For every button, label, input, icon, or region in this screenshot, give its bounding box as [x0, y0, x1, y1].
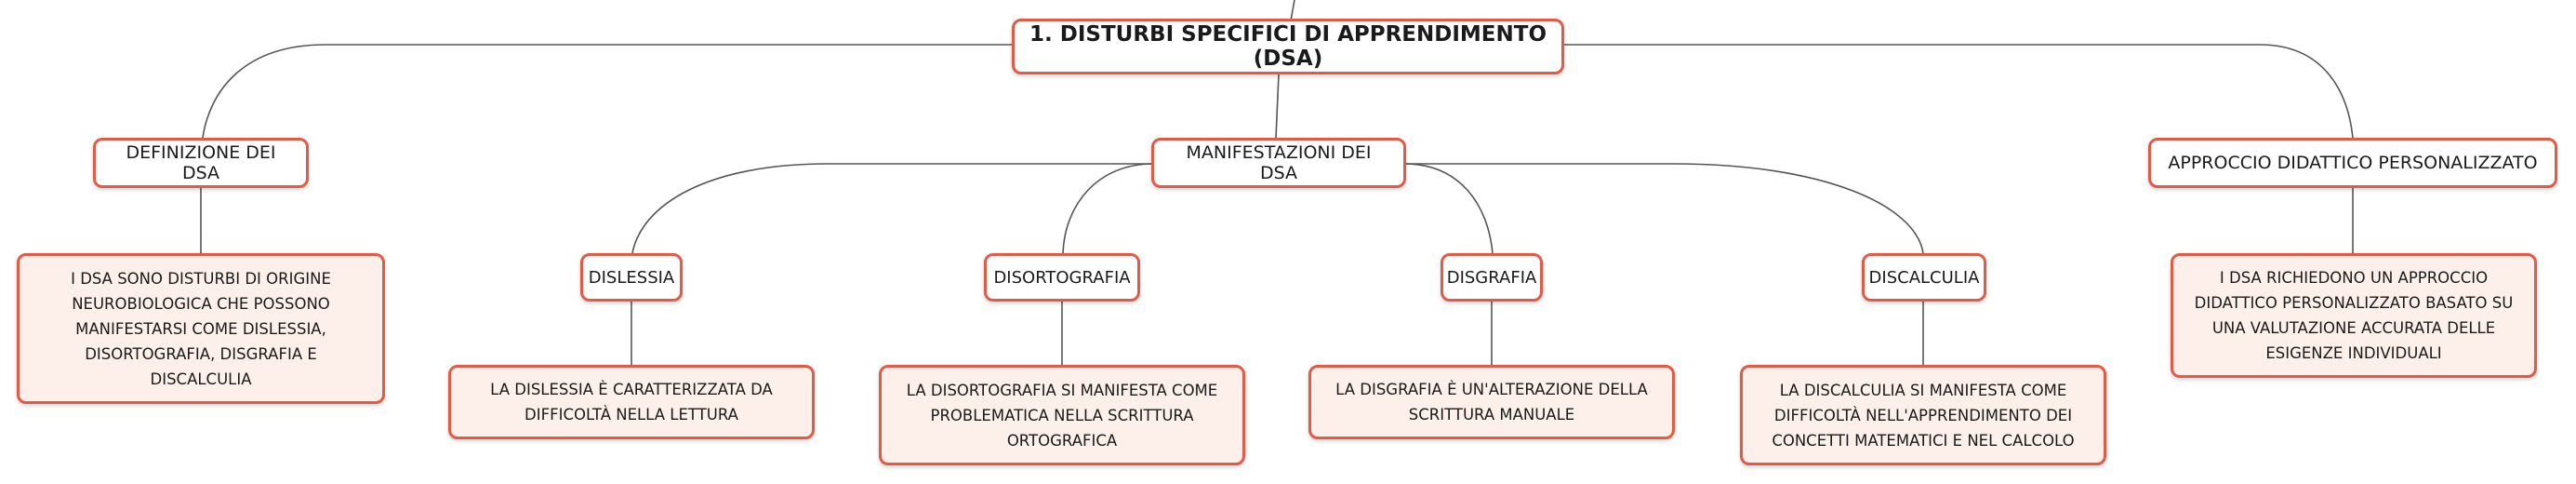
topic-manifestazioni-dei-dsa[interactable]: MANIFESTAZIONI DEI DSA — [1151, 138, 1406, 188]
topic-discalculia[interactable]: DISCALCULIA — [1862, 253, 1986, 302]
connector-root-approccio — [1562, 44, 2354, 139]
leaf-disortografia[interactable]: LA DISORTOGRAFIA SI MANIFESTA COME PROBL… — [879, 365, 1245, 465]
topic-approccio-didattico-personalizzato[interactable]: APPROCCIO DIDATTICO PERSONALIZZATO — [2148, 138, 2557, 188]
leaf-approccio[interactable]: I DSA RICHIEDONO UN APPROCCIO DIDATTICO … — [2171, 253, 2537, 378]
topic-definizione-dei-dsa[interactable]: DEFINIZIONE DEI DSA — [93, 138, 309, 188]
leaf-dislessia[interactable]: LA DISLESSIA È CARATTERIZZATA DA DIFFICO… — [448, 365, 815, 439]
connector-manif-disgrafia — [1403, 163, 1494, 254]
connector-incoming — [1290, 0, 1295, 21]
leaf-definizione[interactable]: I DSA SONO DISTURBI DI ORIGINE NEUROBIOL… — [17, 253, 385, 404]
leaf-discalculia[interactable]: LA DISCALCULIA SI MANIFESTA COME DIFFICO… — [1740, 365, 2106, 465]
connector-manif-disortografia — [1062, 163, 1154, 254]
connector-manif-discalculia — [1404, 163, 1924, 254]
root-topic[interactable]: 1. DISTURBI SPECIFICI DI APPRENDIMENTO (… — [1012, 19, 1564, 74]
connector-manif-dislessia — [631, 163, 1153, 254]
leaf-disgrafia[interactable]: LA DISGRAFIA È UN'ALTERAZIONE DELLA SCRI… — [1308, 365, 1675, 439]
topic-disgrafia[interactable]: DISGRAFIA — [1441, 253, 1543, 302]
topic-disortografia[interactable]: DISORTOGRAFIA — [984, 253, 1140, 302]
connector-root-manifestazioni — [1275, 74, 1280, 139]
topic-dislessia[interactable]: DISLESSIA — [580, 253, 683, 302]
connector-root-definizione — [202, 44, 1014, 139]
